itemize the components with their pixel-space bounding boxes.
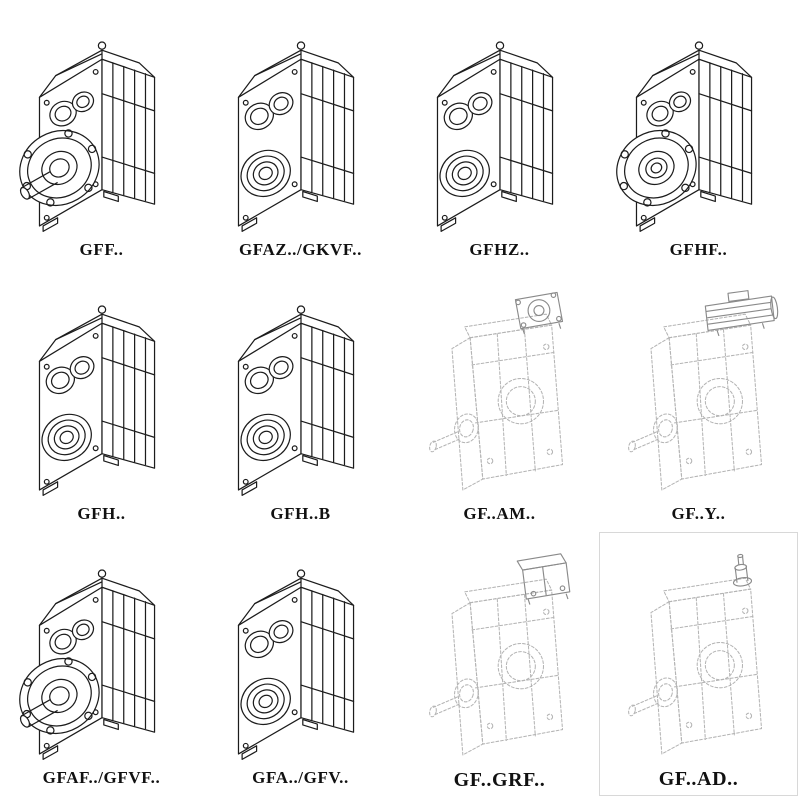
gearbox-drawing-hollow bbox=[231, 41, 354, 232]
model-label: GFHF.. bbox=[669, 240, 728, 259]
catalog-cell-gf-am: GF..AM.. bbox=[400, 268, 599, 532]
gearbox-drawing-hollow bbox=[231, 569, 354, 760]
gearbox-housing bbox=[38, 305, 155, 496]
model-label: GFH.. bbox=[77, 504, 126, 523]
motor-attachment bbox=[704, 290, 779, 337]
model-label: GF..GRF.. bbox=[453, 769, 546, 791]
gearbox-drawing-phantom-motor bbox=[626, 290, 779, 491]
catalog-cell-gf-ad: GF..AD.. bbox=[599, 532, 798, 796]
gearbox-drawing-flange-hollow bbox=[607, 41, 752, 232]
gearbox-drawing-hollow bbox=[32, 305, 155, 496]
gearbox-housing-phantom bbox=[427, 313, 563, 491]
gearbox-drawing-phantom-adapter-box bbox=[427, 553, 570, 756]
gearbox-housing-phantom bbox=[626, 577, 762, 755]
model-label: GFH..B bbox=[270, 504, 331, 523]
catalog-cell-gfhz: GFHZ.. bbox=[400, 4, 599, 268]
gearbox-drawing-flange-shaft bbox=[10, 569, 155, 760]
model-label: GF..AM.. bbox=[463, 504, 536, 523]
gearbox-drawing-flange-shaft bbox=[10, 41, 155, 232]
gearbox-housing bbox=[436, 41, 553, 232]
input-shaft-attachment bbox=[731, 553, 753, 588]
catalog-cell-gfhf: GFHF.. bbox=[599, 4, 798, 268]
model-label: GF..AD.. bbox=[658, 768, 739, 790]
model-label: GF..Y.. bbox=[671, 504, 726, 523]
gearbox-drawing-hollow bbox=[231, 305, 354, 496]
catalog-cell-gfh-b: GFH..B bbox=[201, 268, 400, 532]
catalog-cell-gf-grf: GF..GRF.. bbox=[400, 532, 599, 796]
gearbox-housing-phantom bbox=[626, 313, 762, 491]
model-label: GFAF../GFVF.. bbox=[42, 768, 161, 787]
model-label: GFHZ.. bbox=[469, 240, 530, 259]
catalog-cell-gf-y: GF..Y.. bbox=[599, 268, 798, 532]
catalog-cell-gfaf-gfvf: GFAF../GFVF.. bbox=[2, 532, 201, 796]
catalog-cell-gfaz-gkvf: GFAZ../GKVF.. bbox=[201, 4, 400, 268]
model-label: GFF.. bbox=[79, 240, 124, 259]
gearbox-drawing-phantom-adapter-flange bbox=[427, 291, 563, 491]
catalog-cell-gfh: GFH.. bbox=[2, 268, 201, 532]
gearbox-drawing-hollow bbox=[430, 41, 553, 232]
adapter-flange-attachment bbox=[514, 291, 563, 335]
catalog-cell-gff: GFF.. bbox=[2, 4, 201, 268]
gearbox-housing bbox=[237, 569, 354, 760]
gearbox-drawing-phantom-input-shaft bbox=[626, 553, 762, 755]
model-label: GFAZ../GKVF.. bbox=[238, 240, 363, 259]
model-label: GFA../GFV.. bbox=[252, 768, 349, 787]
gearbox-housing bbox=[237, 41, 354, 232]
gearbox-housing bbox=[237, 305, 354, 496]
catalog-cell-gfa-gfv: GFA../GFV.. bbox=[201, 532, 400, 796]
gearbox-housing-phantom bbox=[427, 578, 563, 756]
